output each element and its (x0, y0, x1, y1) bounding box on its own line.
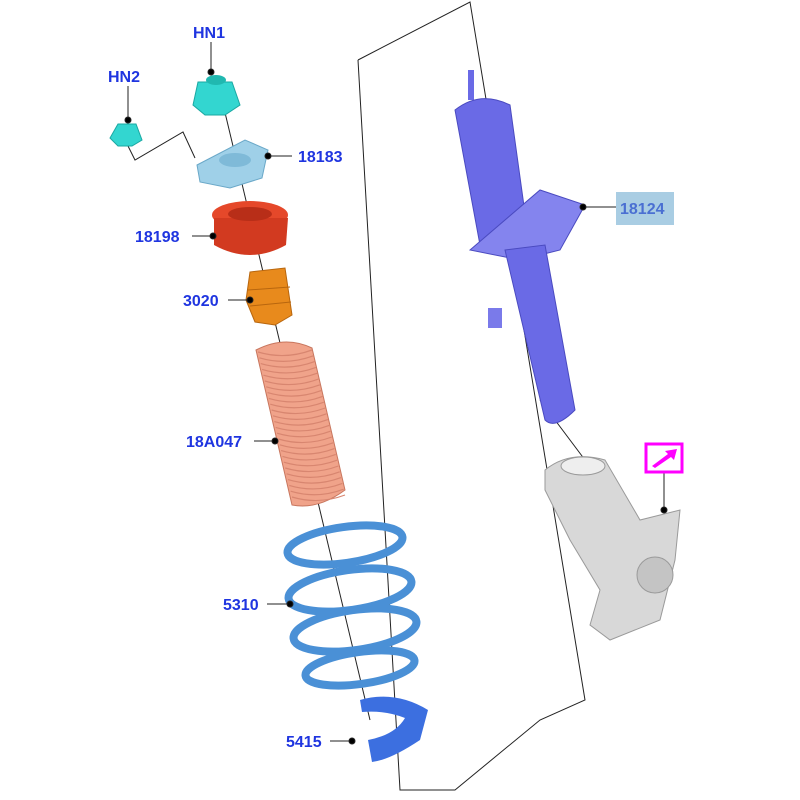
label-18183[interactable]: 18183 (298, 149, 343, 166)
label-5415[interactable]: 5415 (286, 734, 322, 751)
boot-ring (272, 413, 327, 420)
dust-boot-18A047[interactable] (255, 341, 346, 507)
assembly-outline (357, 1, 586, 791)
boot-ring (263, 372, 318, 380)
spring-coil (301, 646, 419, 690)
boot-ring (278, 436, 333, 444)
leader-lines (124, 42, 668, 745)
top-mount-18183[interactable] (196, 139, 269, 189)
boot-ring (257, 349, 313, 357)
boot-ring (271, 407, 326, 415)
boot-ring (270, 401, 325, 409)
hn2-route-line (124, 131, 196, 161)
boot-ring (261, 366, 317, 374)
boot-ring (260, 361, 315, 368)
label-18198[interactable]: 18198 (135, 229, 180, 246)
arrow-link-icon[interactable] (644, 442, 684, 474)
boot-ring (276, 430, 331, 438)
boot-ring (267, 390, 322, 397)
boot-ring (285, 465, 339, 473)
boot-ring (259, 355, 314, 362)
boot-ring (264, 378, 319, 386)
label-3020[interactable]: 3020 (183, 293, 219, 310)
label-5310[interactable]: 5310 (223, 597, 259, 614)
label-hn1[interactable]: HN1 (193, 25, 225, 42)
boot-ring (268, 395, 323, 403)
strut-18124[interactable] (454, 70, 586, 424)
label-18124[interactable]: 18124 (620, 201, 665, 218)
bump-stop-3020[interactable] (245, 267, 293, 326)
boot-ring (274, 419, 329, 426)
boot-ring (282, 453, 336, 461)
boot-ring (287, 477, 342, 484)
hn2-nut[interactable] (109, 123, 143, 147)
boot-ring (291, 494, 346, 502)
label-18A047[interactable]: 18A047 (186, 434, 242, 451)
boot-ring (279, 442, 334, 449)
boot-ring (286, 471, 340, 478)
boot-ring (289, 482, 343, 490)
coil-spring-5310[interactable] (283, 519, 421, 691)
hn1-nut[interactable] (192, 75, 241, 116)
highlight-box (616, 192, 674, 225)
boot-ring (275, 424, 330, 432)
label-hn2[interactable]: HN2 (108, 69, 140, 86)
spring-coil (283, 521, 407, 569)
boot-ring (280, 448, 335, 455)
boot-ring (265, 384, 321, 391)
spring-seat-5415[interactable] (360, 696, 428, 762)
boot-ring (290, 488, 344, 496)
boot-ring (283, 459, 338, 467)
steering-knuckle[interactable] (544, 456, 681, 641)
bearing-18198[interactable] (212, 201, 288, 255)
